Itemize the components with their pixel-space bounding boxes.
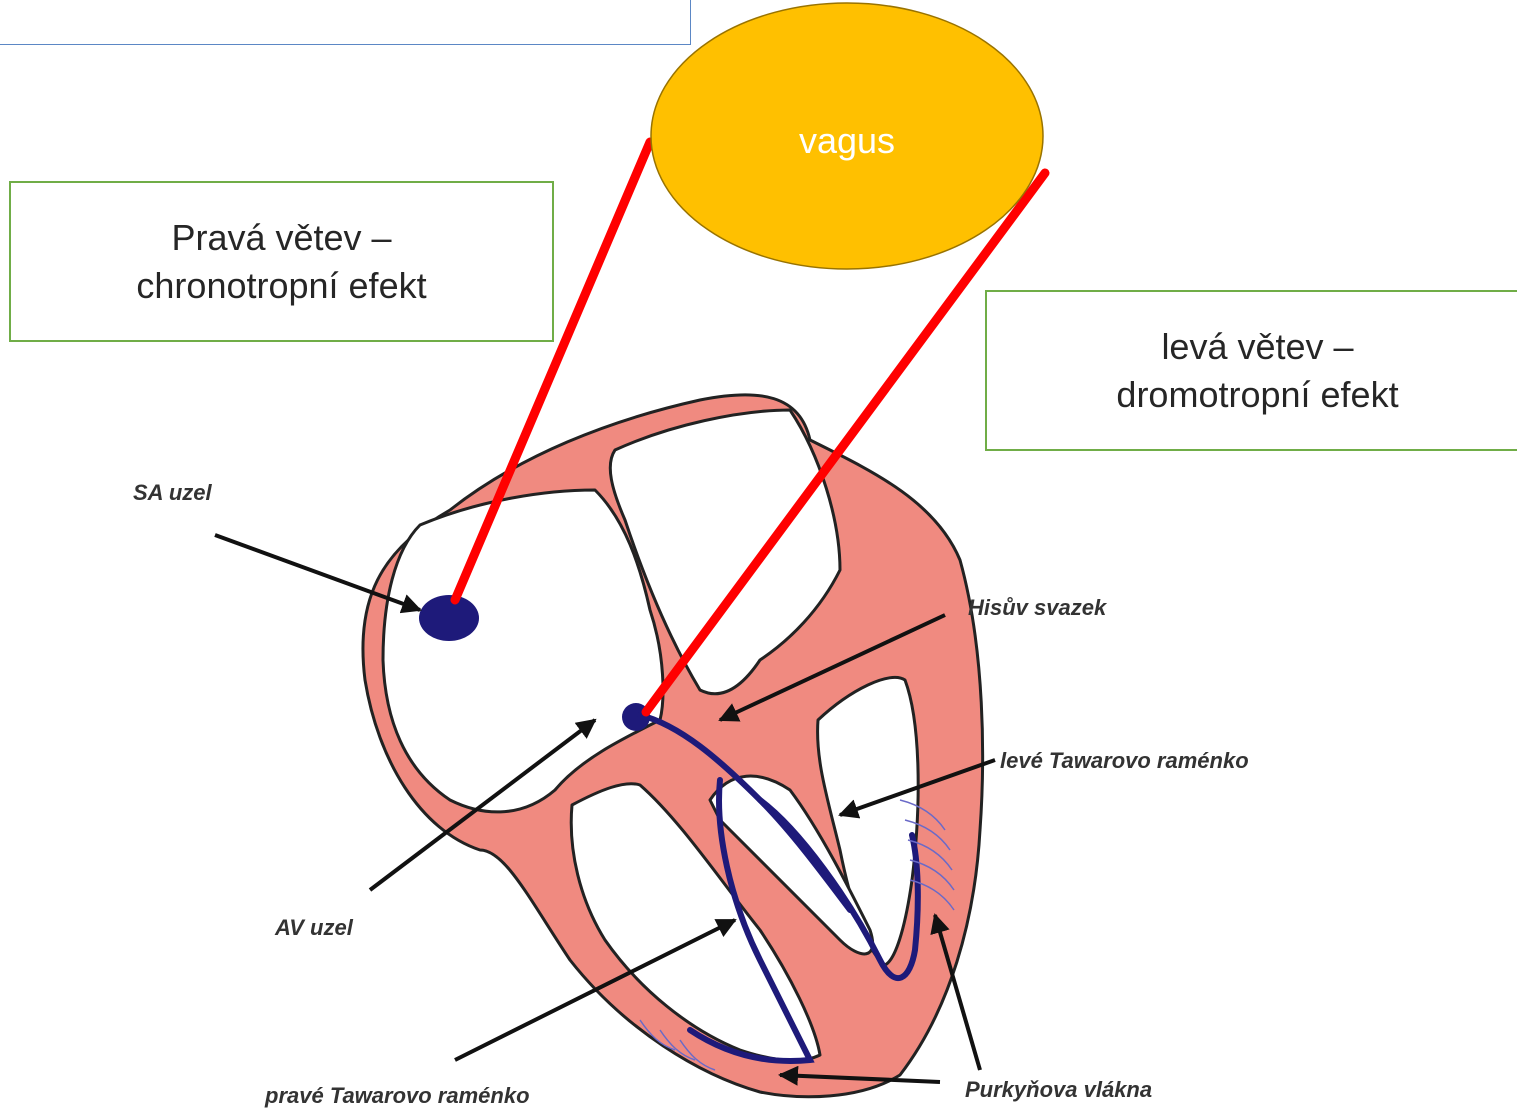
- label-left-bundle: levé Tawarovo raménko: [1000, 748, 1249, 774]
- left-branch-box: levá větev – dromotropní efekt: [985, 290, 1517, 451]
- label-av-node: AV uzel: [275, 915, 353, 941]
- left-branch-line1: levá větev –: [1116, 323, 1398, 371]
- heart-walls: [363, 395, 983, 1097]
- label-right-bundle: pravé Tawarovo raménko: [265, 1083, 530, 1109]
- right-branch-line1: Pravá větev –: [136, 214, 426, 262]
- label-his-bundle: Hisův svazek: [968, 595, 1106, 621]
- label-purkinje: Purkyňova vlákna: [965, 1077, 1152, 1103]
- vagus-label: vagus: [650, 120, 1044, 162]
- sa-node-shape: [419, 595, 479, 641]
- left-branch-line2: dromotropní efekt: [1116, 371, 1398, 419]
- right-branch-box: Pravá větev – chronotropní efekt: [9, 181, 554, 342]
- label-sa-node: SA uzel: [133, 480, 212, 506]
- right-branch-line2: chronotropní efekt: [136, 262, 426, 310]
